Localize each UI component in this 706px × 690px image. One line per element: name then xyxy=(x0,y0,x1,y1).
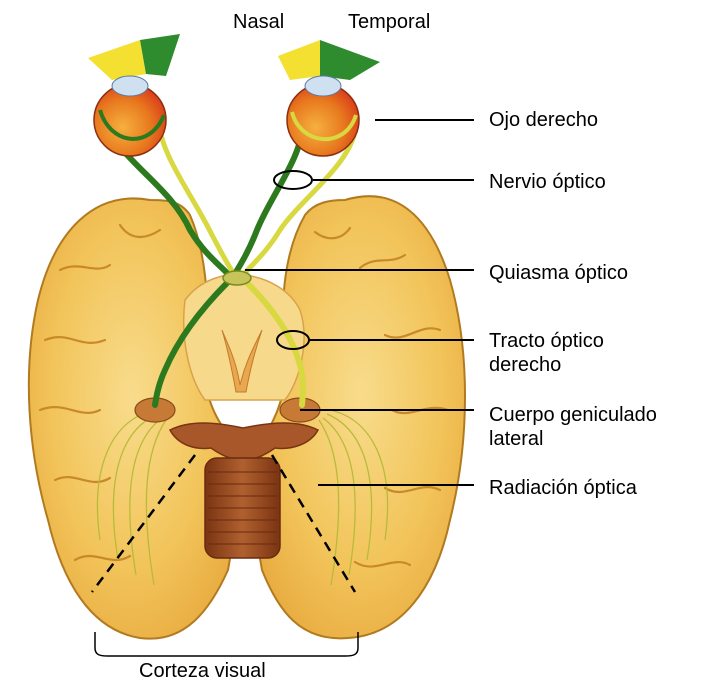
right-eye-cornea xyxy=(305,76,341,96)
label-cuerpo-geniculado: Cuerpo geniculado lateral xyxy=(489,403,704,451)
label-nasal: Nasal xyxy=(233,10,284,34)
label-tracto-optico-line1: Tracto óptico xyxy=(489,330,604,352)
label-quiasma-optico: Quiasma óptico xyxy=(489,261,628,285)
left-eye xyxy=(94,76,166,156)
left-eye-cornea xyxy=(112,76,148,96)
right-eye-temporal-field xyxy=(320,40,380,80)
optic-chiasm xyxy=(223,271,251,285)
label-tracto-optico: Tracto óptico derecho xyxy=(489,329,689,377)
label-radiacion-optica: Radiación óptica xyxy=(489,476,637,500)
left-eye-temporal-field xyxy=(140,34,180,76)
label-ojo-derecho: Ojo derecho xyxy=(489,108,598,132)
label-nervio-optico: Nervio óptico xyxy=(489,170,606,194)
label-cuerpo-geniculado-line1: Cuerpo geniculado xyxy=(489,404,657,426)
left-eye-nasal-field xyxy=(88,40,146,80)
right-eye xyxy=(287,76,359,156)
label-corteza-visual: Corteza visual xyxy=(139,659,266,683)
label-temporal: Temporal xyxy=(348,10,430,34)
label-cuerpo-geniculado-line2: lateral xyxy=(489,428,543,450)
left-hemisphere xyxy=(29,198,235,638)
label-tracto-optico-line2: derecho xyxy=(489,354,561,376)
right-eye-nasal-field xyxy=(278,40,320,80)
visual-fields xyxy=(88,34,380,80)
brain xyxy=(29,196,465,638)
